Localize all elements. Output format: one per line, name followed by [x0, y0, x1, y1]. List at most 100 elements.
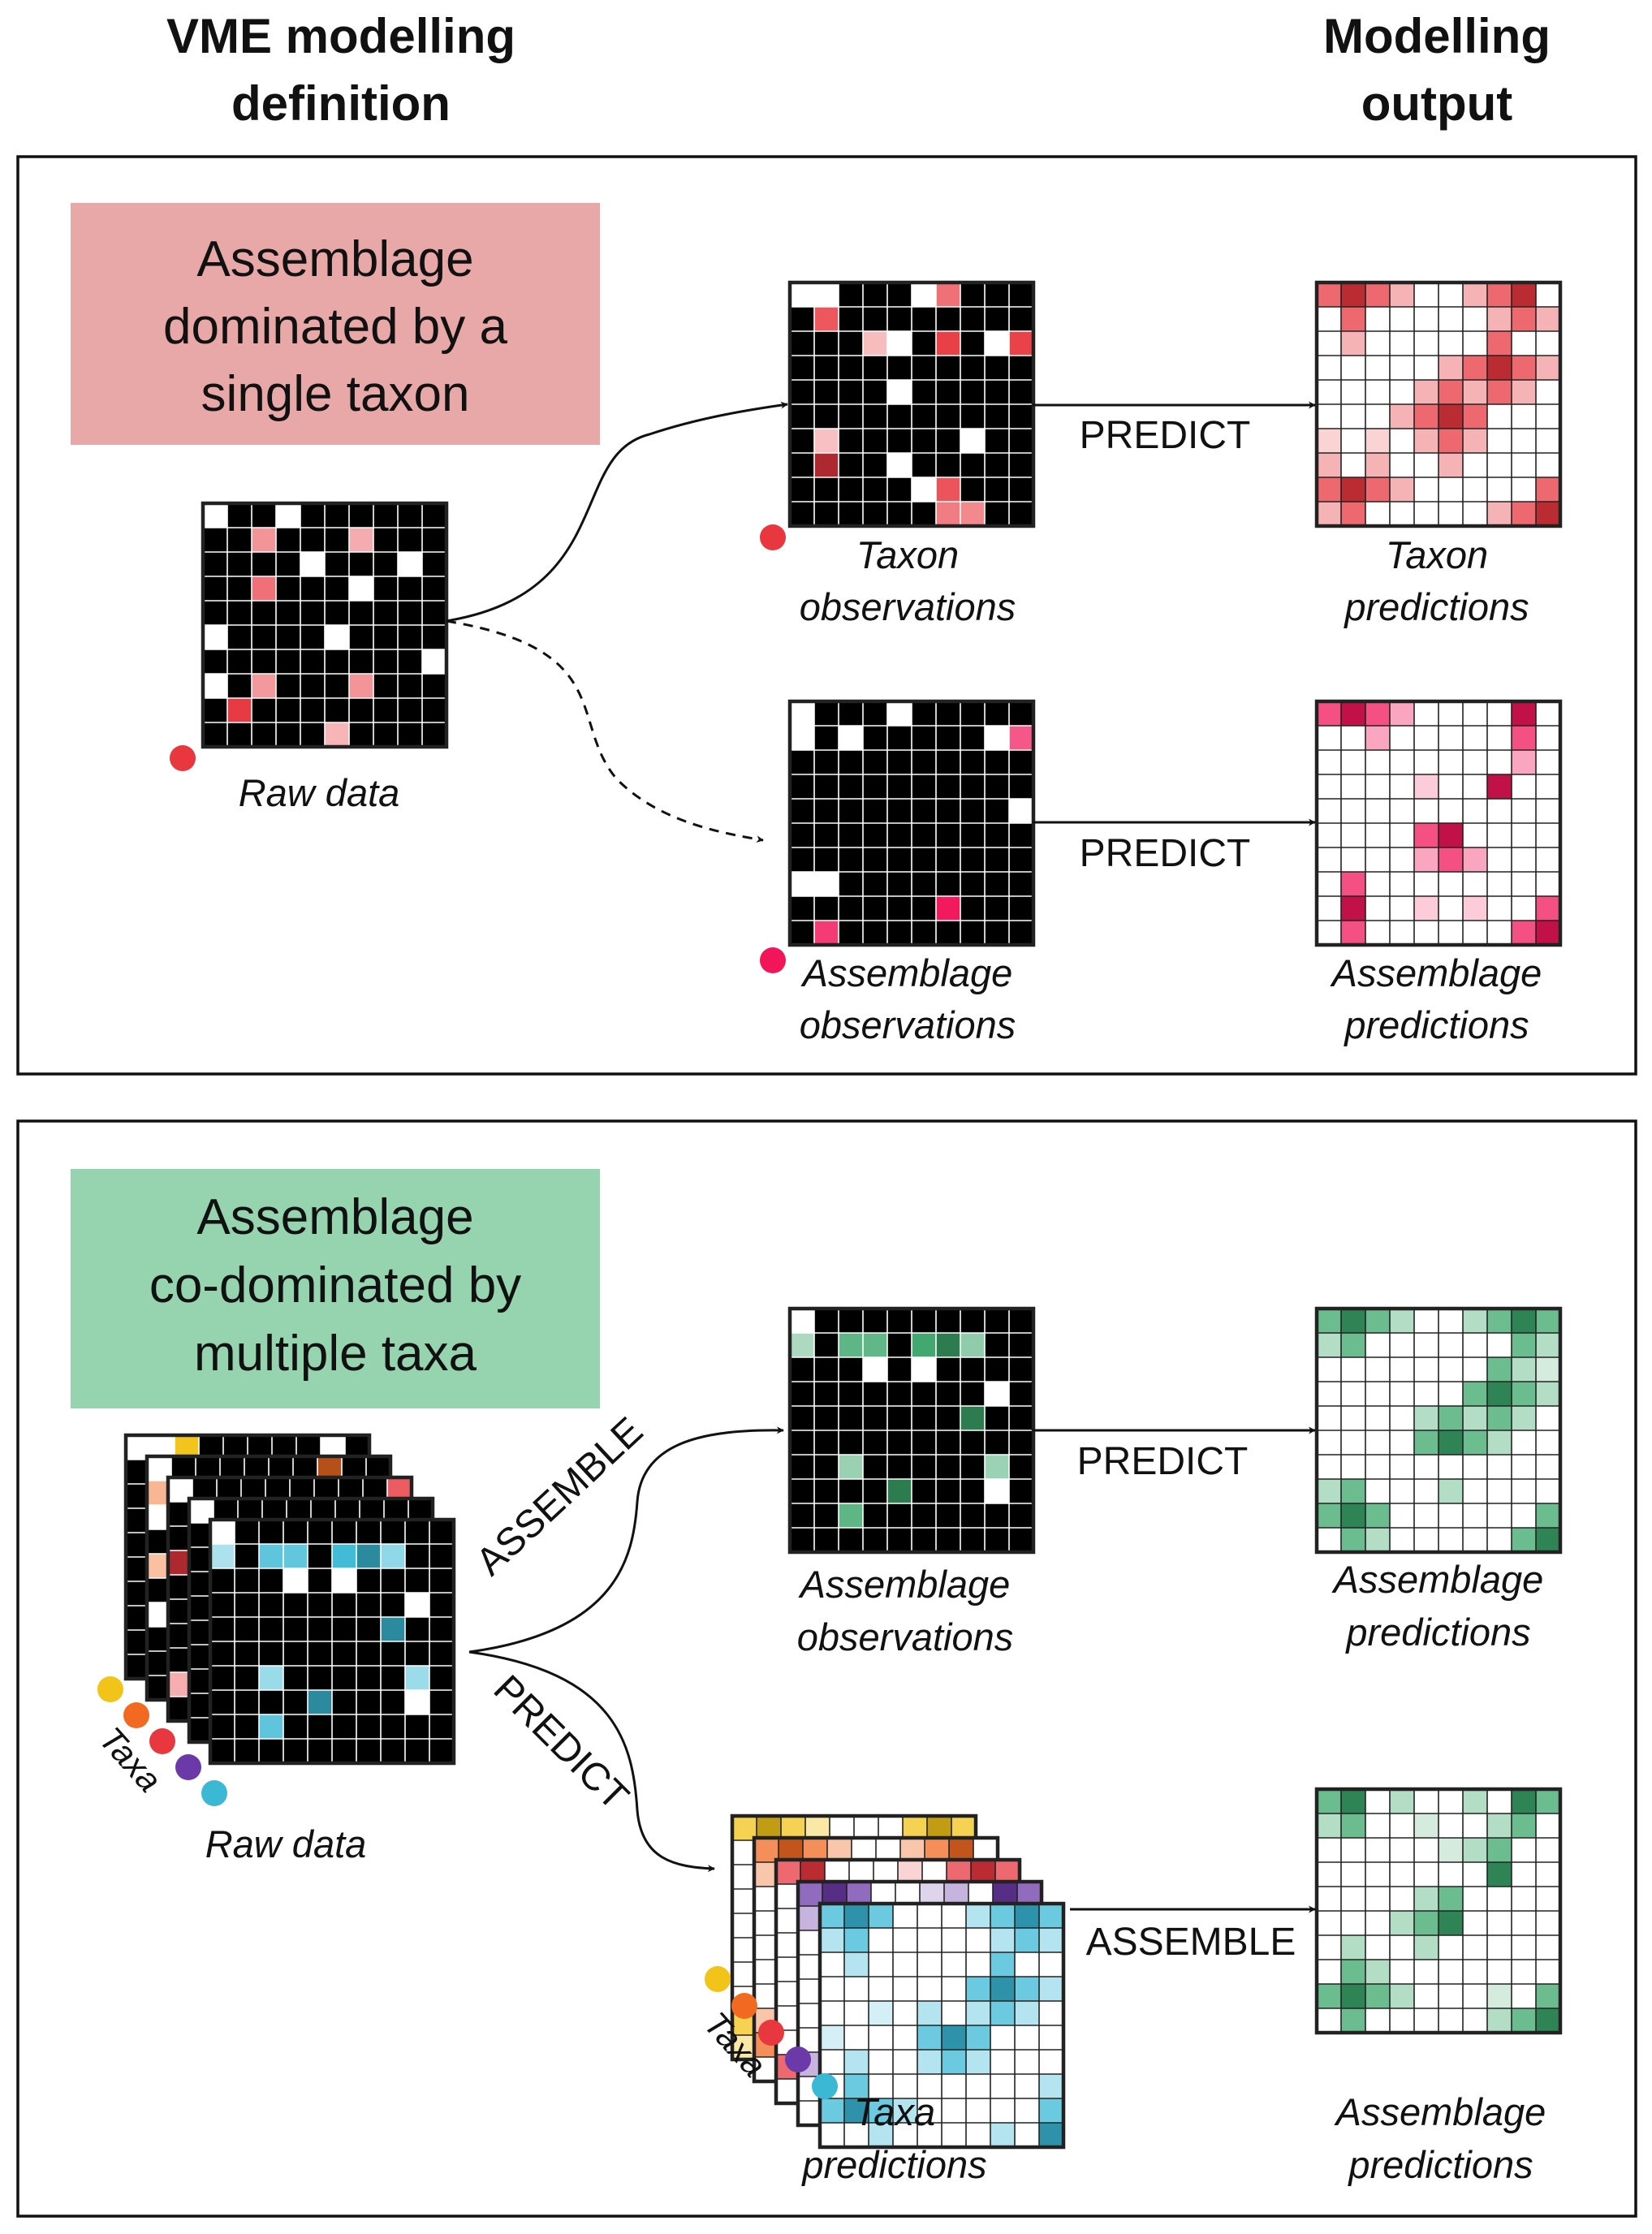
taxa-predictions-caption-2: predictions [800, 2143, 986, 2186]
raw-to-taxa-pred-arrow [468, 1650, 715, 1873]
grid-cell [1009, 726, 1033, 750]
grid-cell [1487, 331, 1512, 356]
grid-cell [1463, 356, 1487, 380]
assemblage-obs-dot [760, 947, 786, 973]
grid-cell [960, 502, 985, 526]
taxon-dot [731, 1993, 757, 2019]
bottom-raw-data-stack [123, 1433, 456, 1766]
grid-cell [966, 2050, 990, 2074]
grid-cell [966, 2025, 990, 2050]
grid-cell [942, 2050, 966, 2074]
bottom-assemble-diagonal-label: ASSEMBLE [468, 1409, 651, 1584]
grid-cell [203, 674, 227, 698]
grid-cell [990, 1977, 1015, 2001]
grid-cell [210, 1520, 235, 1544]
final-assemblage-predictions-caption-1: Assemblage [1334, 2090, 1546, 2133]
grid-cell [252, 528, 276, 552]
grid-cell [332, 1568, 356, 1593]
grid-cell [1463, 282, 1487, 307]
grid-cell [1487, 1357, 1512, 1382]
grid-cell [252, 576, 276, 601]
left-header-line-2: definition [231, 76, 451, 131]
grid-cell [820, 1928, 844, 1952]
grid-cell [1512, 2008, 1536, 2033]
grid-cell [1487, 1309, 1512, 1333]
grid-cell [869, 2001, 893, 2025]
taxon-dot [201, 1780, 227, 1806]
bottom-assemblage-observations-grid [787, 1306, 1036, 1555]
grid-cell [1341, 896, 1365, 921]
grid-cell [814, 429, 839, 453]
grid-cell [283, 1568, 308, 1593]
grid-cell [1317, 502, 1341, 526]
right-header-line-2: output [1361, 76, 1513, 131]
grid-cell [936, 477, 960, 502]
grid-cell [1365, 1309, 1390, 1333]
grid-cell [869, 1904, 893, 1928]
grid-cell [349, 576, 373, 601]
grid-cell [1438, 356, 1463, 380]
grid-cell [1414, 429, 1438, 453]
grid-cell [1536, 1382, 1560, 1406]
grid-cell [259, 1666, 283, 1690]
taxa-prediction-dots [705, 1966, 838, 2099]
grid-cell [1536, 1309, 1560, 1333]
grid-cell [1438, 1479, 1463, 1503]
grid-cell [1365, 429, 1390, 453]
grid-cell [300, 552, 325, 576]
grid-cell [990, 2001, 1015, 2025]
grid-cell [1390, 1789, 1414, 1814]
grid-cell [844, 1904, 869, 1928]
grid-cell [259, 1714, 283, 1739]
grid-cell [814, 921, 839, 945]
grid-cell [1390, 1984, 1414, 2008]
top-raw-taxon-dot [170, 745, 196, 771]
taxon-dot [149, 1728, 175, 1754]
grid-cell [1463, 380, 1487, 404]
grid-cell [1536, 2008, 1560, 2033]
grid-cell [1536, 1528, 1560, 1552]
grid-cell [844, 2050, 869, 2074]
grid-cell [1487, 356, 1512, 380]
grid-cell [985, 726, 1009, 750]
grid-cell [887, 380, 912, 404]
bottom-assemble-label-2: ASSEMBLE [1086, 1921, 1296, 1964]
grid-cell [985, 1455, 1009, 1479]
grid-cell [1341, 1789, 1365, 1814]
grid-cell [1487, 2008, 1512, 2033]
grid-cell [1463, 1382, 1487, 1406]
grid-cell [887, 453, 912, 477]
grid-cell [1487, 307, 1512, 331]
grid-cell [1414, 823, 1438, 847]
grid-cell [1512, 1333, 1536, 1357]
grid-cell [1414, 1406, 1438, 1430]
grid-cell [1512, 1814, 1536, 1838]
grid-cell [1341, 331, 1365, 356]
grid-cell [1463, 404, 1487, 429]
bottom-assemblage-predictions-caption-2: predictions [1344, 1611, 1530, 1654]
grid-cell [1341, 1528, 1365, 1552]
grid-cell [1015, 1977, 1039, 2001]
bottom-panel-title-line-1: Assemblage [196, 1189, 473, 1245]
grid-cell [960, 1333, 985, 1357]
grid-cell [1414, 847, 1438, 872]
grid-cell [325, 722, 349, 747]
grid-border [1314, 1306, 1563, 1555]
grid-cell [1487, 380, 1512, 404]
grid-cell [936, 1333, 960, 1357]
grid-cell [1438, 404, 1463, 429]
grid-cell [814, 453, 839, 477]
grid-cell [1512, 307, 1536, 331]
raw-to-taxon-obs-arrow [446, 401, 788, 623]
grid-cell [1512, 1357, 1536, 1382]
grid-cell [1536, 1984, 1560, 2008]
grid-cell [1390, 477, 1414, 502]
grid-cell [966, 2001, 990, 2025]
grid-cell [1438, 429, 1463, 453]
grid-cell [1438, 823, 1463, 847]
raw-taxon-layer [208, 1517, 456, 1766]
grid-cell [1341, 282, 1365, 307]
grid-cell [381, 1617, 405, 1641]
grid-cell [398, 552, 422, 576]
grid-cell [1341, 1479, 1365, 1503]
